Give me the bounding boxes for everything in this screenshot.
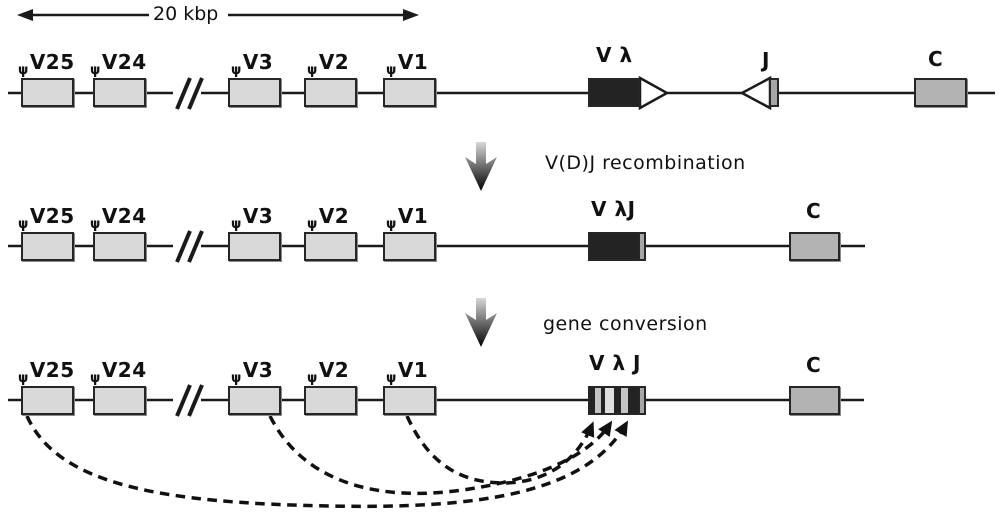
rss-triangle-right-icon: [638, 75, 670, 111]
pseudogene-box-v25-row3: [21, 386, 74, 415]
c-region-label-row3: C: [806, 353, 822, 377]
vj-converted-label-row3: V λ J: [589, 351, 642, 375]
j-segment-label: J: [762, 48, 770, 72]
rss-triangle-left-icon: [739, 75, 772, 111]
pseudogene-box-v2-row3: [304, 386, 357, 415]
scale-arrowhead-right-icon: [403, 9, 419, 21]
pseudogene-box-v2-row1: [304, 78, 357, 107]
sequence-break-recombined: [173, 230, 204, 263]
conversion-stripe-1: [595, 388, 601, 413]
pseudogene-label-v2-row2: ψV2: [307, 204, 350, 232]
pseudogene-box-v24-row3: [93, 386, 146, 415]
psi-symbol: ψ: [90, 217, 101, 232]
pseudogene-label-v3-row1: ψV3: [231, 50, 274, 78]
gene-conversion-arrow-from-psiV1: [405, 415, 595, 485]
pseudogene-label-v1-row2: ψV1: [386, 204, 429, 232]
psi-symbol: ψ: [231, 371, 242, 386]
pseudogene-box-v24-row2: [93, 232, 146, 261]
down-arrow-icon-conversion: [465, 298, 497, 347]
conversion-stripe-3: [621, 388, 628, 413]
psi-symbol: ψ: [18, 63, 29, 78]
pseudogene-label-v25-row3: ψV25: [18, 358, 75, 386]
pseudogene-box-v3-row3: [228, 386, 281, 415]
psi-symbol: ψ: [90, 63, 101, 78]
psi-symbol: ψ: [18, 217, 29, 232]
step-label-vdj-recombination: V(D)J recombination: [545, 152, 746, 174]
pseudogene-box-v1-row3: [383, 386, 436, 415]
c-region-box-row2: [789, 232, 840, 261]
j-segment-box: [769, 78, 779, 107]
gene-conversion-arrow-from-psiV3: [268, 415, 613, 496]
pseudogene-label-v25-row1: ψV25: [18, 50, 75, 78]
step-label-gene-conversion: gene conversion: [543, 313, 708, 335]
pseudogene-box-v3-row1: [228, 78, 281, 107]
psi-symbol: ψ: [307, 371, 318, 386]
conversion-stripe-2: [605, 388, 614, 413]
vj-rearranged-box-row2: [588, 232, 640, 261]
sequence-break-converted: [173, 384, 204, 417]
pseudogene-label-v1-row1: ψV1: [386, 50, 429, 78]
vj-converted-box-row3: [588, 386, 640, 415]
down-arrow-icon-vdj: [465, 142, 497, 191]
v-lambda-box: [588, 78, 640, 107]
pseudogene-label-v3-row2: ψV3: [231, 204, 274, 232]
gene-conversion-arrow-from-psiV25: [25, 415, 628, 509]
scale-bar-label: 20 kbp: [153, 3, 219, 25]
psi-symbol: ψ: [386, 217, 397, 232]
psi-symbol: ψ: [386, 371, 397, 386]
pseudogene-label-v3-row3: ψV3: [231, 358, 274, 386]
pseudogene-label-v24-row3: ψV24: [90, 358, 147, 386]
c-region-box-row3: [789, 386, 840, 415]
pseudogene-box-v24-row1: [93, 78, 146, 107]
psi-symbol: ψ: [307, 217, 318, 232]
psi-symbol: ψ: [386, 63, 397, 78]
scale-arrowhead-left-icon: [17, 9, 33, 21]
c-region-label-row2: C: [806, 199, 822, 223]
vj-rearranged-label-row2: V λJ: [591, 197, 636, 221]
sequence-break-germline: [173, 77, 204, 110]
pseudogene-label-v2-row1: ψV2: [307, 50, 350, 78]
c-region-box-row1: [914, 78, 967, 107]
pseudogene-box-v25-row1: [21, 78, 74, 107]
pseudogene-label-v24-row1: ψV24: [90, 50, 147, 78]
pseudogene-box-v2-row2: [304, 232, 357, 261]
pseudogene-label-v24-row2: ψV24: [90, 204, 147, 232]
psi-symbol: ψ: [231, 63, 242, 78]
c-region-label-row1: C: [928, 47, 944, 71]
psi-symbol: ψ: [307, 63, 318, 78]
pseudogene-box-v25-row2: [21, 232, 74, 261]
pseudogene-label-v2-row3: ψV2: [307, 358, 350, 386]
pseudogene-box-v1-row2: [383, 232, 436, 261]
pseudogene-box-v3-row2: [228, 232, 281, 261]
v-lambda-label: V λ: [596, 43, 633, 67]
pseudogene-box-v1-row1: [383, 78, 436, 107]
psi-symbol: ψ: [18, 371, 29, 386]
j-segment-box-row3: [638, 386, 646, 415]
psi-symbol: ψ: [231, 217, 242, 232]
psi-symbol: ψ: [90, 371, 101, 386]
j-segment-box-row2: [638, 232, 646, 261]
pseudogene-label-v25-row2: ψV25: [18, 204, 75, 232]
pseudogene-label-v1-row3: ψV1: [386, 358, 429, 386]
